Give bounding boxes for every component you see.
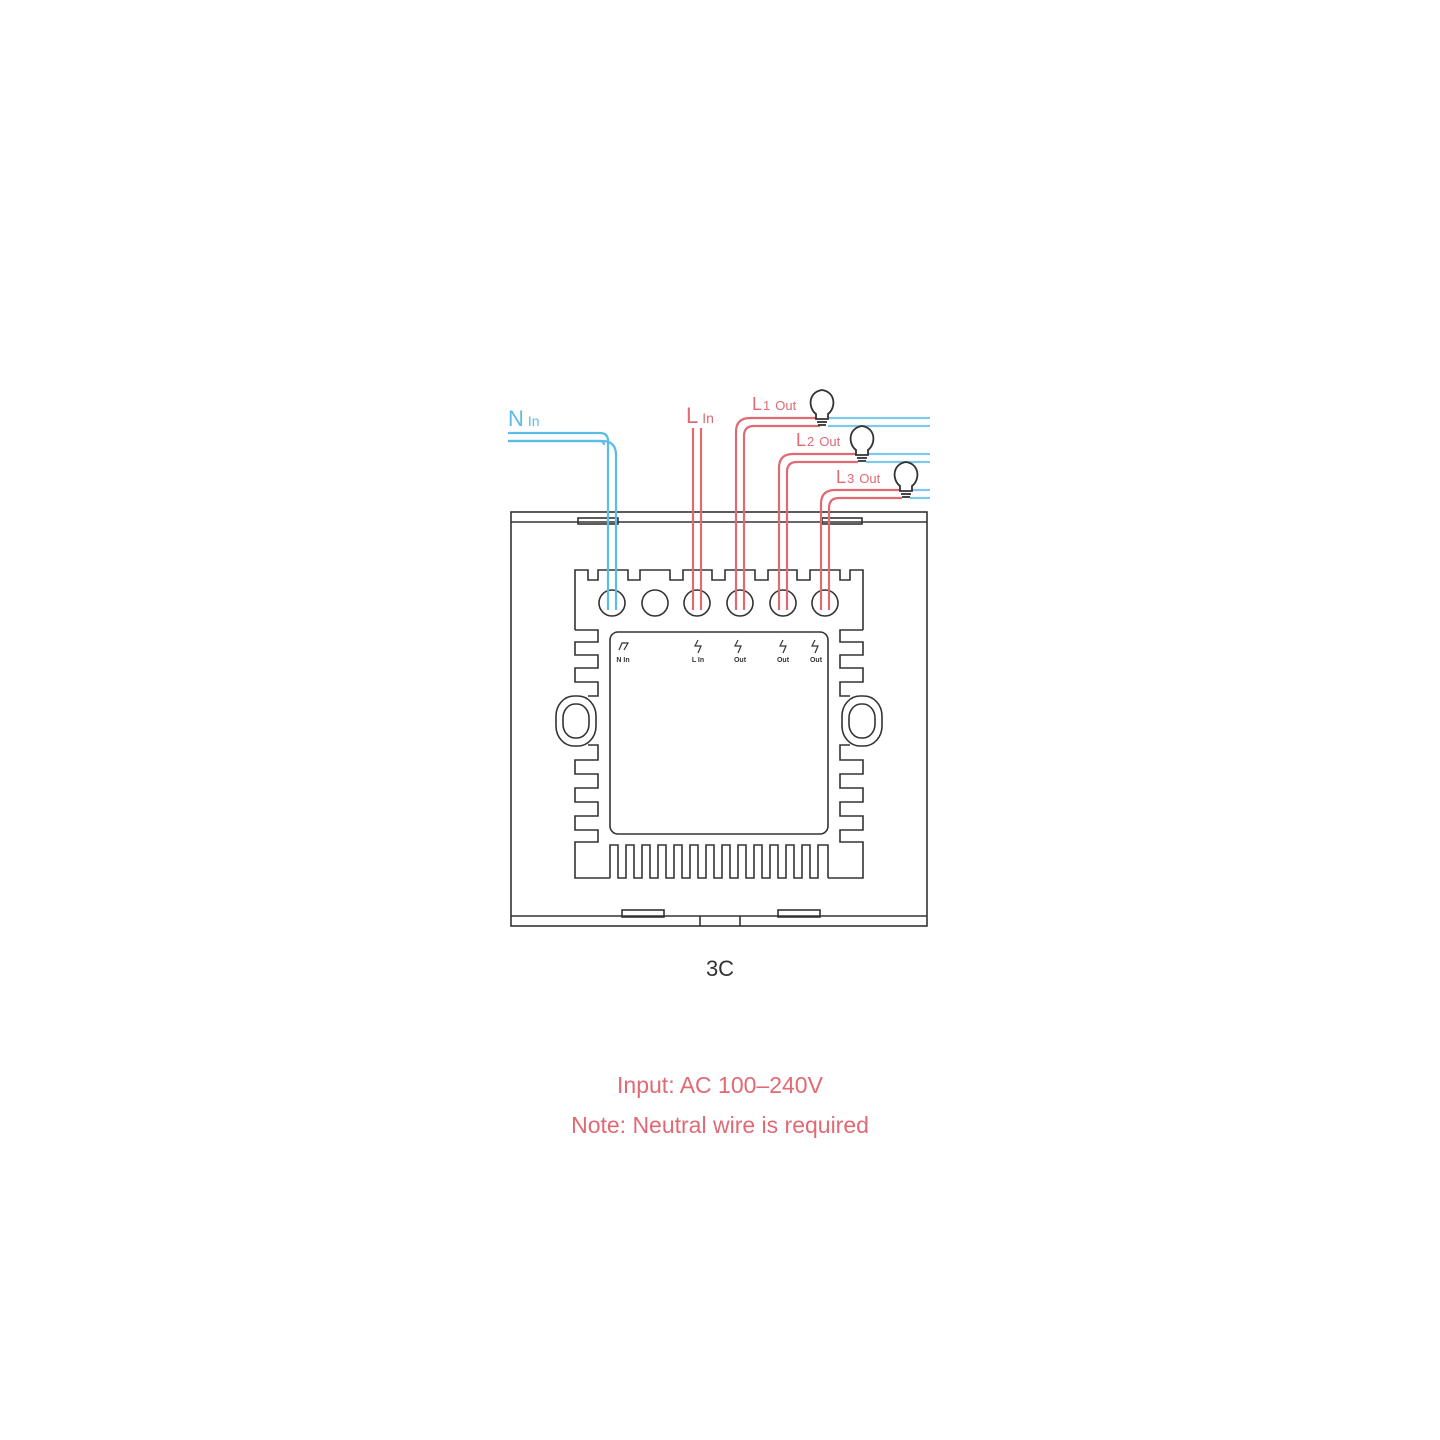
light-bulb-icon xyxy=(893,461,919,498)
input-voltage-text: Input: AC 100–240V xyxy=(617,1072,823,1098)
l1-out-label-sub: Out xyxy=(775,398,796,413)
l3-out-label-num: 3 xyxy=(847,471,854,486)
l3-out-label-sub: Out xyxy=(859,471,880,486)
terminal-block xyxy=(598,589,839,617)
l2-out-wire xyxy=(777,452,858,610)
l3-load-wire xyxy=(910,488,930,500)
lightning-icon xyxy=(779,639,787,654)
l2-out-label: L2 Out xyxy=(796,430,841,450)
terminal-l3-out xyxy=(811,589,839,617)
terminal-l1-out xyxy=(726,589,754,617)
neutral-in-label-sub: In xyxy=(528,413,540,429)
terminal-n-in xyxy=(598,589,626,617)
terminal-label-group: N In L In Out Out Out xyxy=(616,657,822,664)
terminal-label-l-in: L In xyxy=(692,657,704,664)
neutral-symbol-icon xyxy=(618,642,630,651)
l2-out-label-letter: L xyxy=(796,430,806,450)
terminal-label-out: Out xyxy=(734,657,747,664)
lightning-icon xyxy=(694,639,702,654)
terminal-label-out: Out xyxy=(810,657,823,664)
neutral-note-text: Note: Neutral wire is required xyxy=(571,1112,869,1138)
l1-out-wire xyxy=(734,416,820,610)
l3-out-wire xyxy=(819,488,902,610)
l3-out-label: L3 Out xyxy=(836,467,881,487)
l1-load-wire xyxy=(828,416,930,428)
live-in-wire xyxy=(691,428,703,610)
l1-out-label-letter: L xyxy=(752,394,762,414)
l3-out-label-letter: L xyxy=(836,467,846,487)
l2-out-label-sub: Out xyxy=(819,434,840,449)
terminal-markings xyxy=(618,639,819,654)
neutral-wire xyxy=(508,431,618,610)
l2-load-wire xyxy=(866,452,930,464)
light-bulb-icon xyxy=(809,389,835,426)
light-bulb-icon xyxy=(849,425,875,462)
module-body xyxy=(555,569,883,879)
terminal-blank xyxy=(641,589,669,617)
live-in-label-sub: In xyxy=(702,410,714,426)
neutral-in-label-letter: N xyxy=(508,406,524,431)
live-in-label-letter: L xyxy=(686,403,698,428)
terminal-l2-out xyxy=(769,589,797,617)
model-label: 3C xyxy=(705,956,735,981)
l1-out-label: L1 Out xyxy=(752,394,797,414)
switch-plate xyxy=(510,511,928,927)
lightning-icon xyxy=(811,639,819,654)
l2-out-label-num: 2 xyxy=(807,434,814,449)
terminal-l-in xyxy=(683,589,711,617)
terminal-label-n-in: N In xyxy=(616,657,629,664)
terminal-label-out: Out xyxy=(777,657,790,664)
lightning-icon xyxy=(734,639,742,654)
l1-out-label-num: 1 xyxy=(763,398,770,413)
